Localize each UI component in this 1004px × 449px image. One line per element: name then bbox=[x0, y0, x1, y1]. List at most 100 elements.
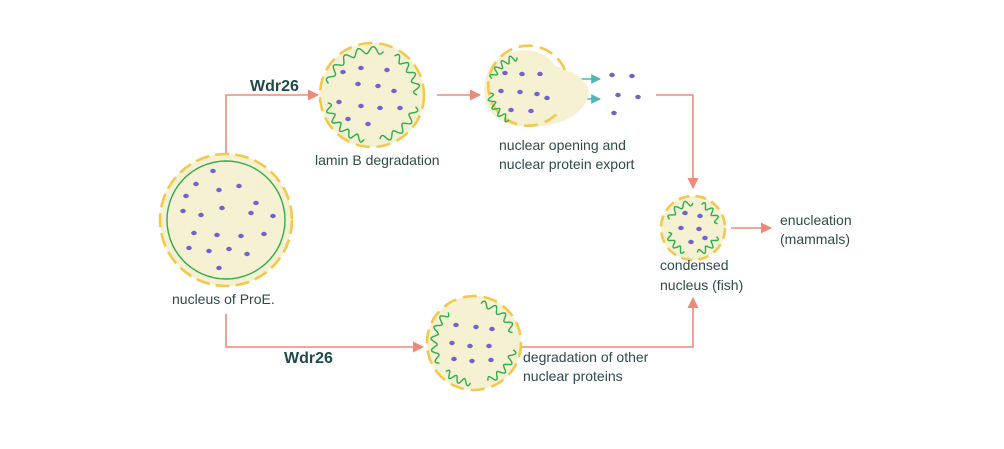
chromatin-strand bbox=[326, 102, 365, 143]
nucleus-condensed bbox=[659, 194, 727, 262]
wdr26-bottom-label: Wdr26 bbox=[284, 350, 333, 367]
protein-dot bbox=[449, 340, 455, 346]
protein-dot bbox=[336, 99, 342, 105]
protein-dot bbox=[508, 107, 514, 113]
protein-dot bbox=[206, 248, 212, 254]
protein-dot bbox=[467, 343, 473, 349]
protein-dot bbox=[355, 81, 361, 87]
protein-dot bbox=[519, 71, 525, 77]
opening-label-line1: nuclear opening and bbox=[499, 137, 626, 153]
chromatin-strand bbox=[445, 369, 472, 387]
opening-label-line2: nuclear protein export bbox=[499, 156, 635, 172]
protein-dot bbox=[696, 226, 702, 232]
wdr26-top-label: Wdr26 bbox=[250, 78, 299, 95]
degradation-label-line2: nuclear proteins bbox=[523, 368, 623, 384]
protein-dot bbox=[469, 358, 475, 364]
arrow-export-to-condensed bbox=[656, 94, 699, 190]
protein-dot bbox=[544, 95, 550, 101]
protein-dot bbox=[340, 69, 346, 75]
arrow-proe-to-lamin bbox=[225, 89, 320, 158]
protein-dot bbox=[502, 70, 508, 76]
protein-dot bbox=[219, 205, 225, 211]
protein-dot bbox=[635, 94, 641, 100]
protein-dot bbox=[453, 322, 459, 328]
protein-dot bbox=[193, 181, 199, 187]
protein-dot bbox=[678, 225, 684, 231]
protein-dot bbox=[697, 213, 703, 219]
protein-dot bbox=[609, 72, 615, 78]
protein-dot bbox=[244, 251, 250, 257]
protein-dot bbox=[253, 200, 259, 206]
protein-dot bbox=[391, 88, 397, 94]
protein-dot bbox=[216, 265, 222, 271]
protein-dot bbox=[498, 88, 504, 94]
lamin-label: lamin B degradation bbox=[315, 152, 440, 168]
degradation-label-line1: degradation of other bbox=[523, 349, 649, 365]
nuclear-leak bbox=[484, 50, 589, 127]
condensed-label-line1: condensed bbox=[660, 257, 729, 273]
nucleus-opening bbox=[484, 44, 589, 128]
chromatin-strand bbox=[487, 349, 517, 381]
arrow-degradation-to-condensed bbox=[520, 296, 699, 348]
nuclear-envelope bbox=[659, 194, 727, 262]
protein-dot bbox=[183, 193, 189, 199]
chromatin-strand bbox=[487, 92, 510, 123]
chromatin-strand bbox=[325, 45, 385, 84]
protein-dot bbox=[489, 326, 495, 332]
nucleus-lamin-degradation bbox=[318, 41, 426, 149]
protein-dot bbox=[611, 110, 617, 116]
protein-dot bbox=[191, 230, 197, 236]
protein-dot bbox=[186, 245, 192, 251]
protein-dot bbox=[702, 235, 708, 241]
protein-dot bbox=[534, 91, 540, 97]
protein-dot bbox=[238, 233, 244, 239]
protein-dot bbox=[451, 356, 457, 362]
protein-dot bbox=[365, 121, 371, 127]
condensed-label-line2: nucleus (fish) bbox=[660, 277, 743, 293]
protein-dot bbox=[198, 212, 204, 218]
protein-dot bbox=[345, 116, 351, 122]
chromatin-strand bbox=[701, 201, 719, 225]
protein-dot bbox=[629, 73, 635, 79]
nuclear-envelope bbox=[318, 41, 426, 149]
protein-dot bbox=[248, 210, 254, 216]
protein-dot bbox=[682, 210, 688, 216]
protein-dot bbox=[488, 357, 494, 363]
nucleus-proe bbox=[158, 152, 294, 288]
protein-dot bbox=[358, 103, 364, 109]
protein-dot bbox=[384, 67, 390, 73]
nuclear-envelope bbox=[425, 294, 523, 392]
chromatin-strand bbox=[430, 312, 450, 364]
protein-dot bbox=[261, 231, 267, 237]
protein-dot bbox=[537, 71, 543, 77]
protein-dot bbox=[615, 92, 621, 98]
enucleation-label-line1: enucleation bbox=[780, 212, 852, 228]
chromatin-strand bbox=[696, 236, 719, 255]
protein-dot bbox=[214, 232, 220, 238]
protein-dot bbox=[528, 108, 534, 114]
chromatin-strand bbox=[166, 160, 286, 280]
protein-dot bbox=[377, 105, 383, 111]
arrows bbox=[225, 74, 773, 353]
protein-dot bbox=[216, 187, 222, 193]
nuclear-envelope bbox=[158, 152, 294, 288]
protein-dot bbox=[270, 213, 276, 219]
enucleation-label-line2: (mammals) bbox=[780, 231, 850, 247]
arrow-proe-to-degradation bbox=[225, 314, 425, 353]
chromatin-strand bbox=[379, 106, 419, 141]
protein-dot bbox=[375, 83, 381, 89]
protein-dot bbox=[397, 105, 403, 111]
protein-dot bbox=[358, 65, 364, 71]
chromatin-strand bbox=[667, 231, 685, 255]
exported-proteins bbox=[609, 72, 641, 116]
protein-dot bbox=[210, 168, 216, 174]
protein-dot bbox=[226, 246, 232, 252]
protein-dot bbox=[473, 324, 479, 330]
protein-dot bbox=[517, 89, 523, 95]
chromatin-strand bbox=[667, 200, 694, 220]
proe-label: nucleus of ProE. bbox=[172, 291, 275, 307]
chromatin-strand bbox=[394, 53, 421, 96]
chromatin-strand bbox=[480, 300, 514, 334]
nuclear-envelope bbox=[486, 44, 567, 128]
